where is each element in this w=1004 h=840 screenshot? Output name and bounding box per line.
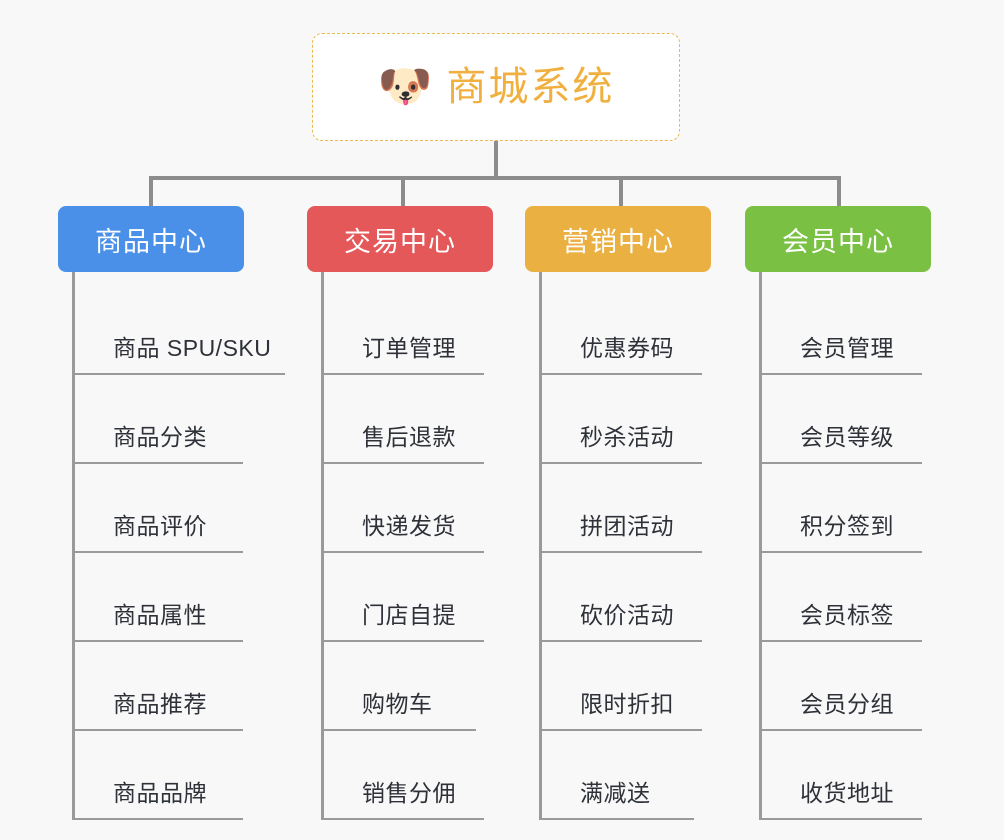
- leaf-label: 售后退款: [362, 424, 456, 450]
- leaf-label: 商品分类: [113, 424, 207, 450]
- leaf-item[interactable]: 秒杀活动: [542, 375, 745, 464]
- leaf-label: 门店自提: [362, 602, 456, 628]
- connector-drop-2: [619, 176, 623, 206]
- branch-column-2: 营销中心 优惠券码 秒杀活动 拼团活动 砍价活动 限时折扣 满减送: [525, 206, 745, 820]
- leaf-item[interactable]: 优惠券码: [542, 286, 745, 375]
- leaf-item[interactable]: 满减送: [542, 731, 745, 820]
- connector-root-stem: [494, 141, 498, 179]
- leaf-item[interactable]: 拼团活动: [542, 464, 745, 553]
- leaf-label: 砍价活动: [580, 602, 674, 628]
- leaf-item[interactable]: 商品品牌: [75, 731, 290, 820]
- dog-face-icon: 🐶: [377, 62, 433, 111]
- leaf-item[interactable]: 门店自提: [324, 553, 527, 642]
- leaf-label: 拼团活动: [580, 513, 674, 539]
- leaf-item[interactable]: 订单管理: [324, 286, 527, 375]
- connector-drop-0: [149, 176, 153, 206]
- leaf-label: 销售分佣: [362, 780, 456, 806]
- leaf-item[interactable]: 购物车: [324, 642, 527, 731]
- leaf-list-3: 会员管理 会员等级 积分签到 会员标签 会员分组 收货地址: [759, 272, 965, 820]
- leaf-label: 购物车: [362, 691, 433, 717]
- leaf-item[interactable]: 商品评价: [75, 464, 290, 553]
- leaf-label: 会员管理: [800, 335, 894, 361]
- root-node[interactable]: 🐶 商城系统: [312, 33, 680, 141]
- leaf-label: 优惠券码: [580, 335, 674, 361]
- leaf-label: 商品品牌: [113, 780, 207, 806]
- leaf-label: 积分签到: [800, 513, 894, 539]
- branch-column-1: 交易中心 订单管理 售后退款 快递发货 门店自提 购物车 销售分佣: [307, 206, 527, 820]
- leaf-label: 秒杀活动: [580, 424, 674, 450]
- leaf-item[interactable]: 商品推荐: [75, 642, 290, 731]
- branch-column-3: 会员中心 会员管理 会员等级 积分签到 会员标签 会员分组 收货地址: [745, 206, 965, 820]
- branch-column-0: 商品中心 商品 SPU/SKU 商品分类 商品评价 商品属性 商品推荐 商品品牌: [58, 206, 290, 820]
- category-header-label: 会员中心: [782, 226, 894, 257]
- leaf-item[interactable]: 会员标签: [762, 553, 965, 642]
- leaf-label: 限时折扣: [580, 691, 674, 717]
- leaf-label: 收货地址: [800, 780, 894, 806]
- leaf-item[interactable]: 积分签到: [762, 464, 965, 553]
- leaf-label: 商品属性: [113, 602, 207, 628]
- connector-drop-3: [837, 176, 841, 206]
- leaf-item[interactable]: 商品属性: [75, 553, 290, 642]
- leaf-label: 会员等级: [800, 424, 894, 450]
- root-title: 商城系统: [446, 65, 615, 109]
- leaf-item[interactable]: 会员管理: [762, 286, 965, 375]
- category-header-0[interactable]: 商品中心: [58, 206, 244, 272]
- category-header-label: 商品中心: [95, 226, 207, 257]
- connector-horizontal-bar: [149, 176, 841, 180]
- leaf-item[interactable]: 商品 SPU/SKU: [75, 286, 290, 375]
- leaf-label: 会员分组: [800, 691, 894, 717]
- leaf-list-2: 优惠券码 秒杀活动 拼团活动 砍价活动 限时折扣 满减送: [539, 272, 745, 820]
- leaf-label: 快递发货: [362, 513, 456, 539]
- leaf-item[interactable]: 快递发货: [324, 464, 527, 553]
- category-header-3[interactable]: 会员中心: [745, 206, 931, 272]
- category-header-1[interactable]: 交易中心: [307, 206, 493, 272]
- leaf-label: 商品推荐: [113, 691, 207, 717]
- leaf-label: 订单管理: [362, 335, 456, 361]
- leaf-list-0: 商品 SPU/SKU 商品分类 商品评价 商品属性 商品推荐 商品品牌: [72, 272, 290, 820]
- leaf-label: 商品评价: [113, 513, 207, 539]
- leaf-item[interactable]: 商品分类: [75, 375, 290, 464]
- leaf-item[interactable]: 会员等级: [762, 375, 965, 464]
- category-header-label: 交易中心: [344, 226, 456, 257]
- leaf-label: 满减送: [580, 780, 651, 806]
- leaf-item[interactable]: 砍价活动: [542, 553, 745, 642]
- leaf-item[interactable]: 限时折扣: [542, 642, 745, 731]
- leaf-item[interactable]: 会员分组: [762, 642, 965, 731]
- category-header-2[interactable]: 营销中心: [525, 206, 711, 272]
- leaf-item[interactable]: 销售分佣: [324, 731, 527, 820]
- leaf-item[interactable]: 售后退款: [324, 375, 527, 464]
- leaf-item[interactable]: 收货地址: [762, 731, 965, 820]
- connector-drop-1: [401, 176, 405, 206]
- leaf-label: 商品 SPU/SKU: [113, 335, 272, 361]
- leaf-label: 会员标签: [800, 602, 894, 628]
- category-header-label: 营销中心: [562, 226, 674, 257]
- leaf-list-1: 订单管理 售后退款 快递发货 门店自提 购物车 销售分佣: [321, 272, 527, 820]
